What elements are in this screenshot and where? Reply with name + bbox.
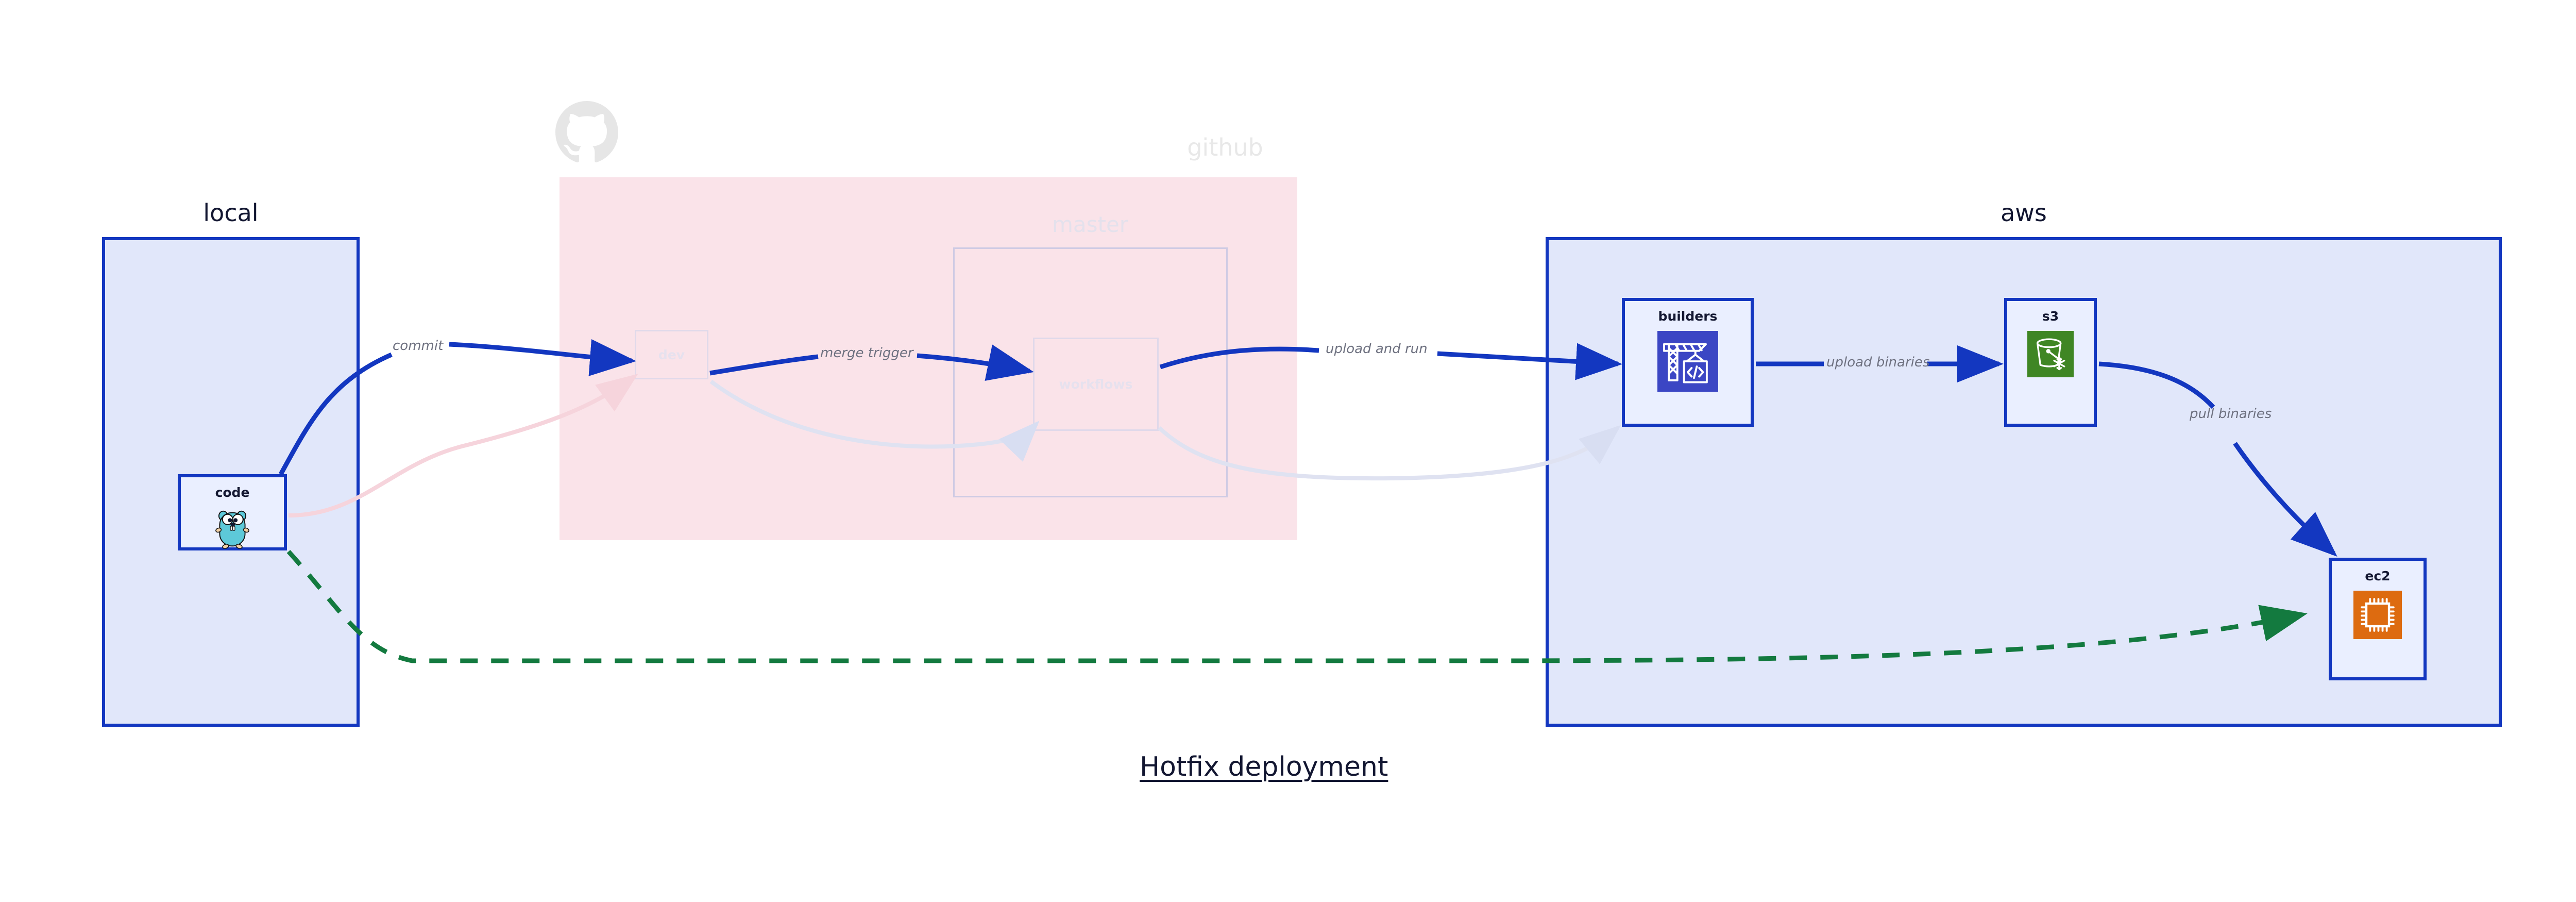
crane-code-icon	[1657, 331, 1718, 394]
node-dev-inner: dev	[636, 331, 707, 378]
node-s3[interactable]: s3	[2004, 298, 2097, 427]
node-workflows-label: workflows	[1059, 377, 1133, 392]
node-s3-label: s3	[2042, 309, 2059, 324]
node-workflows[interactable]: workflows	[1033, 338, 1159, 431]
node-workflows-inner: workflows	[1035, 339, 1157, 429]
cpu-chip-icon	[2353, 591, 2402, 641]
go-gopher-icon	[212, 507, 252, 554]
group-github-label: github	[1187, 133, 1263, 161]
group-aws-label: aws	[2001, 199, 2047, 227]
edge-label-upload-and-run: upload and run	[1326, 341, 1428, 357]
subgroup-master-label: master	[1052, 212, 1129, 237]
edge-label-pull-binaries: pull binaries	[2190, 406, 2272, 422]
node-dev-label: dev	[658, 347, 685, 362]
github-octocat-icon	[555, 101, 618, 164]
s3-bucket-icon	[2027, 331, 2074, 379]
node-builders-label: builders	[1658, 309, 1718, 324]
node-builders[interactable]: builders	[1622, 298, 1754, 427]
edge-label-commit: commit	[393, 338, 444, 354]
node-code-label: code	[215, 485, 250, 500]
node-ec2-label: ec2	[2365, 569, 2391, 583]
group-local-label: local	[203, 199, 259, 227]
node-ec2[interactable]: ec2	[2329, 558, 2427, 680]
diagram-title: Hotfix deployment	[1140, 751, 1388, 782]
edge-label-upload-binaries: upload binaries	[1826, 355, 1930, 370]
edge-label-merge-trigger: merge trigger	[820, 345, 913, 361]
node-code[interactable]: code	[178, 474, 287, 550]
node-dev[interactable]: dev	[635, 330, 708, 379]
